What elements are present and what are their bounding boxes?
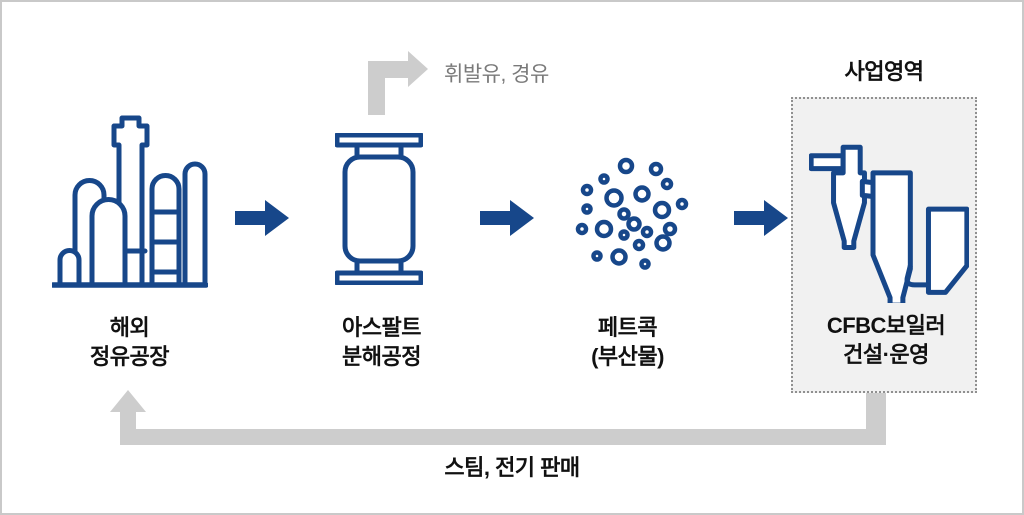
node-label-line: 페트콕	[597, 315, 658, 340]
node-label-petcoke: 페트콕 (부산물)	[540, 313, 715, 371]
node-label-line: 분해공정	[342, 344, 421, 369]
node-label-overseas-refinery: 해외 정유공장	[42, 313, 217, 371]
node-label-line: 정유공장	[90, 344, 169, 369]
byproduct-branch-label: 휘발유, 경유	[444, 63, 549, 86]
feedback-label: 스팀, 전기 판매	[444, 455, 580, 480]
flow-arrow-icon	[480, 200, 534, 236]
business-area-label: 사업영역	[844, 59, 924, 84]
node-label-line: 건설·운영	[843, 342, 929, 367]
business-area-box: CFBC보일러 건설·운영	[791, 97, 977, 393]
node-label-line: CFBC보일러	[826, 313, 946, 338]
node-label-line: (부산물)	[591, 344, 664, 369]
flow-arrow-icon	[734, 200, 788, 236]
node-label-asphalt-process: 아스팔트 분해공정	[294, 313, 469, 371]
petcoke-particles-icon	[559, 152, 697, 280]
node-label-line: 해외	[109, 315, 150, 340]
flow-arrow-icon	[235, 200, 289, 236]
reactor-vessel-icon	[335, 133, 423, 285]
feedback-arrow-icon	[110, 390, 886, 445]
node-label-cfbc-boiler: CFBC보일러 건설·운영	[798, 311, 974, 369]
byproduct-branch-arrow-icon	[368, 51, 428, 115]
cfbc-boiler-icon	[809, 143, 969, 303]
refinery-icon	[52, 112, 208, 290]
node-label-line: 아스팔트	[342, 315, 421, 340]
